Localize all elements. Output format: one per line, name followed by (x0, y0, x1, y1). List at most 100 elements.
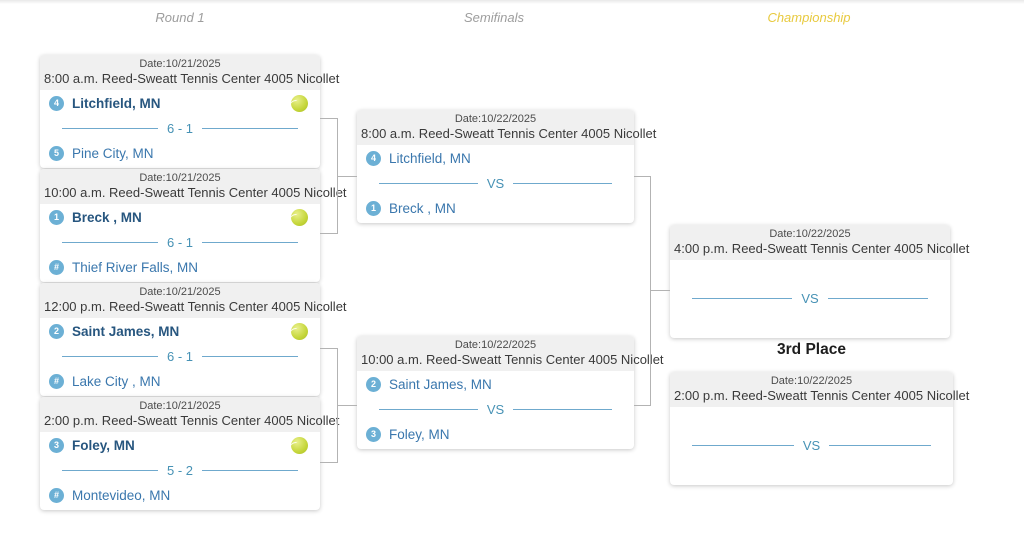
vs-divider: VS (670, 438, 953, 453)
vs-divider: VS (357, 402, 634, 417)
match-header: Date:10/21/2025 8:00 a.m. Reed-Sweatt Te… (40, 55, 340, 90)
match-date: Date:10/21/2025 (139, 172, 221, 184)
match-location: 8:00 a.m. Reed-Sweatt Tennis Center 4005… (361, 126, 657, 141)
match-score: 6 - 1 (167, 121, 194, 136)
team-name[interactable]: Thief River Falls, MN (72, 260, 199, 275)
seed-badge: 4 (49, 96, 64, 111)
bracket-connector (634, 405, 651, 406)
third-place-title: 3rd Place (777, 341, 846, 358)
match-date: Date:10/21/2025 (139, 286, 221, 298)
team-row[interactable]: 1 Breck , MN (357, 200, 634, 217)
seed-badge: 3 (366, 427, 381, 442)
bracket-connector (320, 118, 338, 119)
team-row[interactable]: 4 Litchfield, MN (357, 150, 634, 167)
semifinal-1-card: Date:10/22/2025 8:00 a.m. Reed-Sweatt Te… (357, 110, 657, 223)
semifinals-column-header: Semifinals (464, 10, 524, 25)
match-header: Date:10/22/2025 4:00 p.m. Reed-Sweatt Te… (670, 225, 970, 260)
match-location: 2:00 p.m. Reed-Sweatt Tennis Center 4005… (674, 388, 970, 403)
round1-match-4-card: Date:10/21/2025 2:00 p.m. Reed-Sweatt Te… (40, 397, 340, 510)
match-date: Date:10/21/2025 (139, 58, 221, 70)
match-header: Date:10/21/2025 10:00 a.m. Reed-Sweatt T… (40, 169, 347, 204)
team-row[interactable]: 3 Foley, MN (40, 437, 320, 454)
team-row[interactable]: # Montevideo, MN (40, 487, 320, 504)
match-date: Date:10/22/2025 (769, 228, 851, 240)
bracket-connector (337, 176, 357, 177)
seed-badge: 1 (366, 201, 381, 216)
team-row[interactable]: # Thief River Falls, MN (40, 259, 320, 276)
team-name[interactable]: Litchfield, MN (72, 96, 161, 111)
bracket-connector (650, 290, 670, 291)
seed-badge: 1 (49, 210, 64, 225)
score-divider: 6 - 1 (40, 121, 320, 136)
vs-divider: VS (357, 176, 634, 191)
score-divider: 6 - 1 (40, 235, 320, 250)
team-name[interactable]: Foley, MN (72, 438, 135, 453)
tennis-ball-icon (291, 95, 308, 112)
seed-badge: # (49, 374, 64, 389)
team-row[interactable]: 1 Breck , MN (40, 209, 320, 226)
match-location: 4:00 p.m. Reed-Sweatt Tennis Center 4005… (674, 241, 970, 256)
team-row[interactable]: 2 Saint James, MN (40, 323, 320, 340)
round1-match-3-card: Date:10/21/2025 12:00 p.m. Reed-Sweatt T… (40, 283, 347, 396)
team-name[interactable]: Lake City , MN (72, 374, 161, 389)
match-header: Date:10/22/2025 10:00 a.m. Reed-Sweatt T… (357, 336, 664, 371)
match-date: Date:10/21/2025 (139, 400, 221, 412)
bracket-connector (320, 348, 338, 349)
team-row[interactable]: 2 Saint James, MN (357, 376, 634, 393)
seed-badge: 5 (49, 146, 64, 161)
team-name[interactable]: Litchfield, MN (389, 151, 471, 166)
top-shadow (0, 0, 1024, 4)
match-header: Date:10/22/2025 8:00 a.m. Reed-Sweatt Te… (357, 110, 657, 145)
tennis-ball-icon (291, 323, 308, 340)
seed-badge: # (49, 488, 64, 503)
match-header: Date:10/21/2025 12:00 p.m. Reed-Sweatt T… (40, 283, 347, 318)
team-row[interactable]: 5 Pine City, MN (40, 145, 320, 162)
vs-divider: VS (670, 291, 950, 306)
match-header: Date:10/22/2025 2:00 p.m. Reed-Sweatt Te… (670, 372, 970, 407)
championship-card: Date:10/22/2025 4:00 p.m. Reed-Sweatt Te… (670, 225, 970, 338)
team-name[interactable]: Breck , MN (389, 201, 456, 216)
team-row[interactable]: # Lake City , MN (40, 373, 320, 390)
bracket-connector (337, 405, 357, 406)
match-score: 6 - 1 (167, 349, 194, 364)
score-divider: 5 - 2 (40, 463, 320, 478)
seed-badge: 2 (49, 324, 64, 339)
seed-badge: 4 (366, 151, 381, 166)
vs-label: VS (486, 402, 505, 417)
vs-label: VS (801, 291, 819, 306)
team-name[interactable]: Saint James, MN (72, 324, 180, 339)
match-date: Date:10/22/2025 (770, 375, 853, 387)
seed-badge: 3 (49, 438, 64, 453)
team-name[interactable]: Montevideo, MN (72, 488, 171, 503)
vs-label: VS (802, 438, 821, 453)
semifinal-2-card: Date:10/22/2025 10:00 a.m. Reed-Sweatt T… (357, 336, 664, 449)
round1-column-header: Round 1 (155, 10, 205, 25)
match-score: 5 - 2 (167, 463, 194, 478)
match-location: 8:00 a.m. Reed-Sweatt Tennis Center 4005… (44, 71, 340, 86)
team-row[interactable]: 3 Foley, MN (357, 426, 634, 443)
team-row[interactable]: 4 Litchfield, MN (40, 95, 320, 112)
team-name[interactable]: Pine City, MN (72, 146, 154, 161)
third-place-card: Date:10/22/2025 2:00 p.m. Reed-Sweatt Te… (670, 372, 970, 485)
match-date: Date:10/22/2025 (454, 113, 537, 125)
match-location: 12:00 p.m. Reed-Sweatt Tennis Center 400… (44, 299, 347, 314)
bracket-connector (320, 233, 338, 234)
tennis-ball-icon (291, 437, 308, 454)
seed-badge: # (49, 260, 64, 275)
match-location: 2:00 p.m. Reed-Sweatt Tennis Center 4005… (44, 413, 340, 428)
tennis-ball-icon (291, 209, 308, 226)
match-score: 6 - 1 (167, 235, 194, 250)
vs-label: VS (486, 176, 505, 191)
team-name[interactable]: Foley, MN (389, 427, 450, 442)
bracket-connector (634, 176, 651, 177)
seed-badge: 2 (366, 377, 381, 392)
team-name[interactable]: Breck , MN (72, 210, 142, 225)
match-date: Date:10/22/2025 (454, 339, 537, 351)
match-location: 10:00 a.m. Reed-Sweatt Tennis Center 400… (44, 185, 347, 200)
championship-column-header: Championship (767, 10, 851, 25)
team-name[interactable]: Saint James, MN (389, 377, 492, 392)
round1-match-1-card: Date:10/21/2025 8:00 a.m. Reed-Sweatt Te… (40, 55, 340, 168)
round1-match-2-card: Date:10/21/2025 10:00 a.m. Reed-Sweatt T… (40, 169, 347, 282)
bracket-connector (320, 462, 338, 463)
